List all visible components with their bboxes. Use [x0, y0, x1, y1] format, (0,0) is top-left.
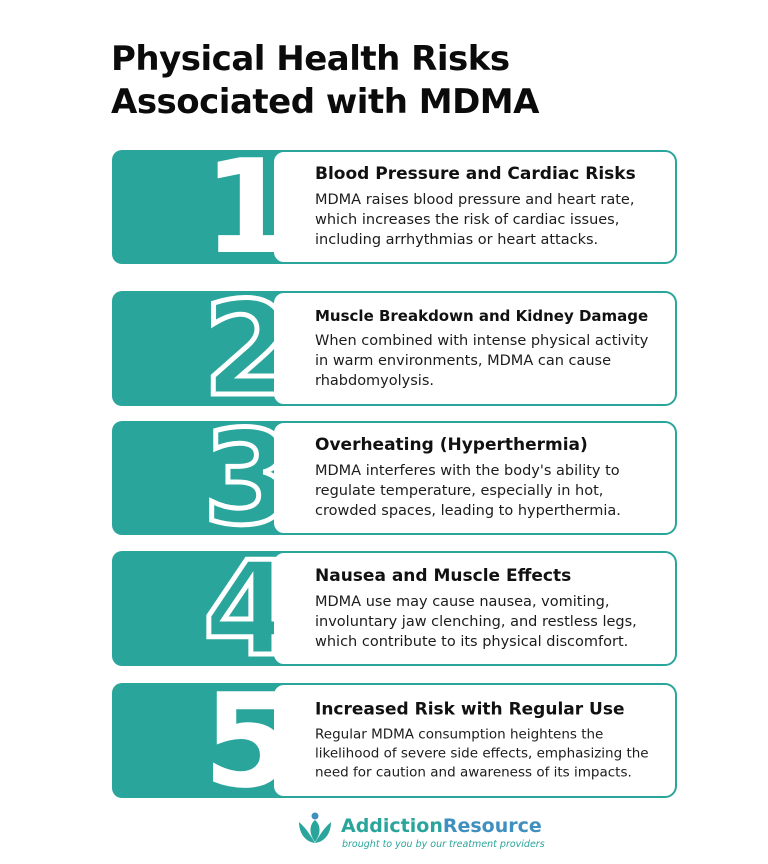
risk-body: MDMA interferes with the body's ability … [315, 463, 621, 519]
risk-number: 1 [203, 131, 294, 283]
page-title: Physical Health Risks Associated with MD… [111, 38, 671, 124]
brand-part-2: Resource [442, 815, 542, 837]
risk-card [272, 150, 677, 264]
lotus-person-icon [299, 812, 331, 843]
risk-heading: Increased Risk with Regular Use [315, 699, 625, 719]
risk-heading: Muscle Breakdown and Kidney Damage [315, 306, 649, 325]
risk-text: Blood Pressure and Cardiac Risks MDMA ra… [315, 164, 663, 250]
risk-heading: Blood Pressure and Cardiac Risks [315, 164, 636, 184]
risk-body: MDMA use may cause nausea, vomiting, inv… [315, 593, 637, 650]
title-line-2: Associated with MDMA [111, 82, 539, 122]
brand-tagline: brought to you by our treatment provider… [342, 839, 545, 850]
risk-item-2: 2 Muscle Breakdown and Kidney Damage Whe… [112, 281, 677, 416]
risk-item-4: 4 Nausea and Muscle Effects MDMA use may… [112, 541, 677, 676]
risk-card [272, 683, 677, 798]
risk-body: MDMA raises blood pressure and heart rat… [315, 192, 635, 248]
risk-text: Increased Risk with Regular Use Regular … [315, 699, 663, 782]
risk-text: Overheating (Hyperthermia) MDMA interfer… [315, 435, 663, 521]
risk-body: Regular MDMA consumption heightens the l… [315, 726, 649, 780]
risk-card [272, 551, 677, 666]
risk-card [272, 421, 677, 535]
risk-number: 5 [203, 664, 294, 817]
risk-item-5: 5 Increased Risk with Regular Use Regula… [112, 676, 677, 806]
risk-heading: Nausea and Muscle Effects [315, 565, 572, 586]
risk-number: 4 [201, 532, 296, 685]
risk-item-3: 3 Overheating (Hyperthermia) MDMA interf… [112, 411, 677, 546]
risk-text: Muscle Breakdown and Kidney Damage When … [315, 307, 663, 391]
risk-card [272, 291, 677, 406]
risk-text: Nausea and Muscle Effects MDMA use may c… [315, 566, 663, 652]
brand-name: AddictionResource [341, 815, 542, 837]
risk-item-1: 1 Blood Pressure and Cardiac Risks MDMA … [112, 142, 677, 272]
title-line-1: Physical Health Risks [111, 39, 510, 79]
risk-number: 3 [201, 402, 296, 554]
footer-logo: AddictionResource brought to you by our … [0, 812, 768, 852]
brand-part-1: Addiction [341, 815, 443, 837]
risk-body: When combined with intense physical acti… [315, 332, 649, 389]
risk-heading: Overheating (Hyperthermia) [315, 435, 588, 455]
risk-number: 2 [201, 272, 296, 425]
